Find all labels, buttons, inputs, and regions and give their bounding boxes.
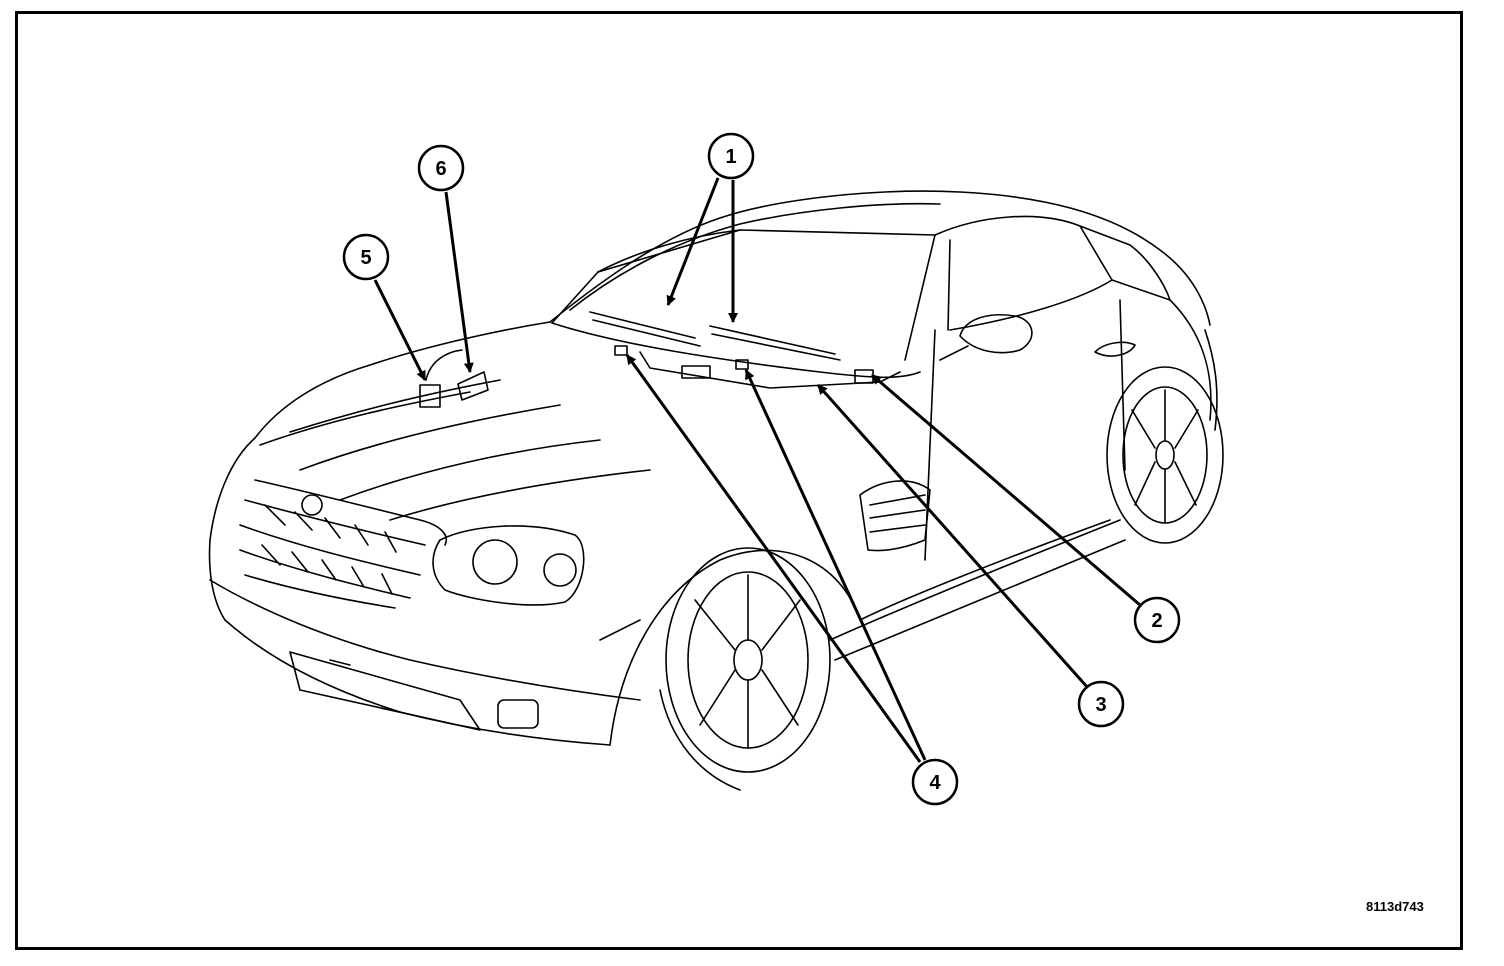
callout-2: 2 (1133, 596, 1181, 644)
callout-5-label: 5 (360, 247, 371, 269)
leader-5 (373, 279, 427, 381)
leader-4a (625, 354, 922, 763)
callout-3: 3 (1077, 680, 1125, 728)
callout-2-label: 2 (1151, 610, 1162, 632)
figure-code: 8113d743 (1366, 899, 1424, 914)
callout-1-label: 1 (725, 146, 736, 168)
callout-6-label: 6 (435, 158, 446, 180)
callout-1: 1 (707, 132, 755, 180)
leader-1a (666, 177, 720, 306)
leader-6 (444, 191, 474, 373)
callout-3-label: 3 (1095, 694, 1106, 716)
callout-5: 5 (342, 233, 390, 281)
leader-3 (816, 384, 1090, 689)
callout-4-label: 4 (929, 772, 941, 794)
callout-4: 4 (911, 758, 959, 806)
callout-leaders (373, 177, 1141, 763)
callout-6: 6 (417, 144, 465, 192)
leader-4b (744, 369, 927, 761)
leader-2 (871, 373, 1141, 607)
car-illustration (208, 190, 1224, 791)
